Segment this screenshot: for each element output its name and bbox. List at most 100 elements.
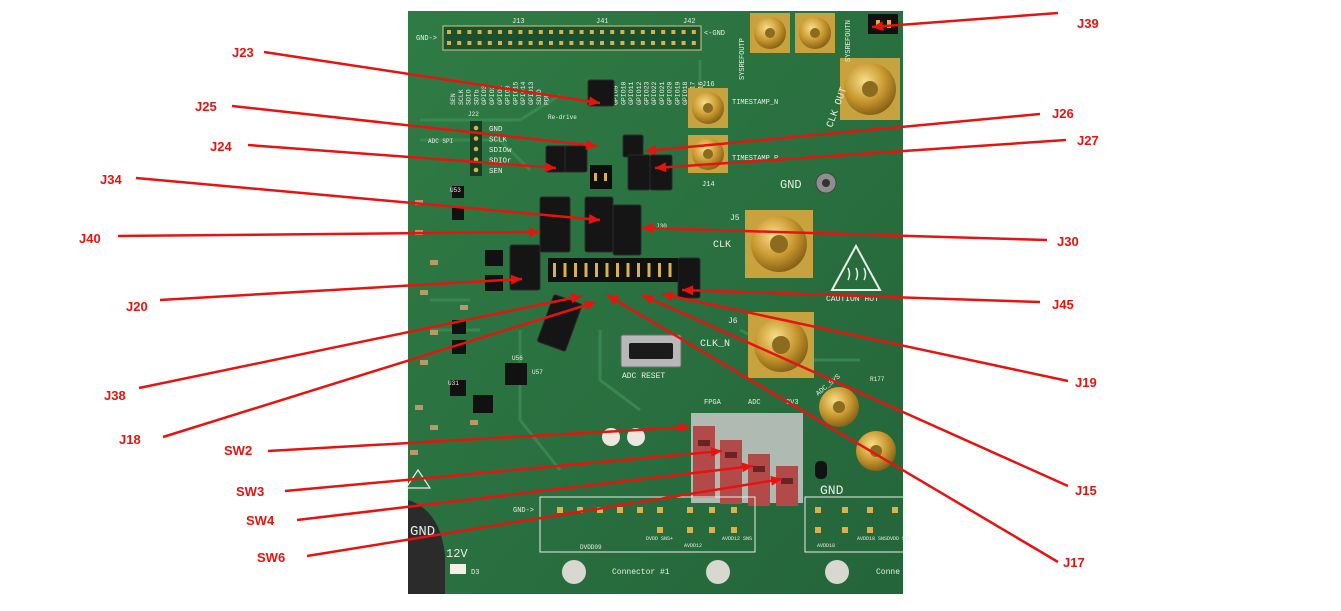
spi-pin-label: GND <box>489 126 503 134</box>
sysrefoutn-silk: SYSREFOUTN <box>845 20 853 62</box>
signal-label: SEN <box>450 93 457 105</box>
spi-pin-label: SEN <box>489 168 503 176</box>
callout-sw2: SW2 <box>224 443 253 458</box>
u56-silk: U56 <box>512 355 523 362</box>
u31-silk: U31 <box>448 380 459 387</box>
u57-silk: U57 <box>532 369 543 376</box>
leader-arrowhead <box>528 227 540 238</box>
signal-label: GPIO18 <box>682 81 689 105</box>
callout-j20: J20 <box>126 299 148 314</box>
gnd-right-silk: GND <box>820 483 844 498</box>
leader-line <box>296 464 754 522</box>
leader-line <box>284 449 723 493</box>
signal-label: SDIO <box>466 89 473 105</box>
leader-line <box>306 477 783 558</box>
jumper-blocks <box>509 79 701 352</box>
v3v3-silk: 3V3 <box>786 399 799 407</box>
leader-arrowhead <box>662 291 674 302</box>
callout-j23: J23 <box>232 45 254 60</box>
leader-line <box>641 293 1069 488</box>
u53-silk: U53 <box>450 187 461 194</box>
bottom-test-points: GND-> DVDD09 DVDD SNS+ AVDD12 AVDD12 SNS… <box>513 496 911 577</box>
callout-j45: J45 <box>1052 297 1074 312</box>
leader-line <box>606 293 1059 564</box>
leader-line <box>135 176 601 222</box>
j14-silk: J14 <box>702 181 715 189</box>
signal-label: GPIO21 <box>659 81 666 105</box>
j41-silk: J41 <box>596 18 609 26</box>
mount-hole-2 <box>706 560 730 584</box>
leader-arrowhead <box>607 295 620 305</box>
signal-label: GPIO10 <box>620 81 627 105</box>
redrive-silk: Re-drive <box>548 114 577 121</box>
signal-label: GPIO20 <box>667 81 674 105</box>
callout-j15: J15 <box>1075 483 1097 498</box>
leader-arrowhead <box>585 139 597 150</box>
d3-silk: D3 <box>471 569 479 577</box>
signal-label: GPIO11 <box>628 81 635 105</box>
adc-silk: ADC <box>748 399 761 407</box>
gnd-right-silk: <-GND <box>704 30 725 38</box>
ics-left <box>450 186 527 413</box>
leader-arrowhead <box>645 144 657 155</box>
signal-label: GPIO14 <box>520 81 527 105</box>
hot-caution-symbol <box>830 243 882 291</box>
callout-j24: J24 <box>210 139 232 154</box>
callout-j39: J39 <box>1077 16 1099 31</box>
signal-label: GPIO19 <box>674 81 681 105</box>
callout-j25: J25 <box>195 99 217 114</box>
dvdd-sns-silk: DVDD SNS+ <box>646 536 673 542</box>
sysrefoutp-silk: SYSREFOUTP <box>739 38 747 80</box>
signal-label: GPIO0 <box>505 85 512 105</box>
leader-line <box>654 138 1067 170</box>
r177-silk: R177 <box>870 376 885 383</box>
callout-j27: J27 <box>1077 133 1099 148</box>
connector1-silk: Connector #1 <box>612 568 670 577</box>
j42-silk: J42 <box>683 18 696 26</box>
callout-j30: J30 <box>1057 234 1079 249</box>
leader-arrowhead <box>682 285 694 296</box>
avdd12-silk: AVDD12 <box>684 543 702 549</box>
adc-reset-button: ADC RESET <box>620 334 682 381</box>
callout-j34: J34 <box>100 172 122 187</box>
j5-silk: J5 <box>730 214 740 223</box>
fpga-silk: FPGA <box>704 399 722 407</box>
callout-sw4: SW4 <box>246 513 275 528</box>
led-2 <box>627 428 645 446</box>
callout-j38: J38 <box>104 388 126 403</box>
callout-j26: J26 <box>1052 106 1074 121</box>
j16-silk: J16 <box>702 81 715 89</box>
v12-silk: 12V <box>446 547 468 561</box>
tall-capacitor <box>815 461 827 479</box>
leader-arrowhead <box>655 162 667 173</box>
leader-arrowhead <box>584 300 596 311</box>
leader-line <box>263 50 601 105</box>
callout-j18: J18 <box>119 432 141 447</box>
callout-sw6: SW6 <box>257 550 286 565</box>
sma-connectors <box>688 13 900 471</box>
signal-label: SDTb <box>473 89 480 105</box>
avdd12-sns-silk: AVDD12 SNS <box>722 536 752 542</box>
signal-label: GPIO22 <box>651 81 658 105</box>
header-j13-j41-j42: GND-> J13 J41 J42 <-GND <box>416 18 725 51</box>
gnd-silk: GND <box>780 178 802 192</box>
leader-line <box>231 104 598 148</box>
spi-pin-label: SCLK <box>489 137 508 145</box>
callout-leaders <box>117 11 1069 564</box>
dvdd09-silk: DVDD09 <box>580 544 602 551</box>
led-d3 <box>450 564 466 574</box>
leader-line <box>641 226 1048 242</box>
callout-j17: J17 <box>1063 555 1085 570</box>
leader-arrowhead <box>510 274 522 285</box>
leader-arrowhead <box>588 96 600 107</box>
leader-arrowhead <box>642 223 654 234</box>
leader-line <box>162 300 597 439</box>
j22-silk: J22 <box>468 111 479 118</box>
signal-label: GPIO2 <box>489 85 496 105</box>
signal-label: GPIO3 <box>481 85 488 105</box>
signal-label: GPIO12 <box>636 81 643 105</box>
connector2-silk: Conne <box>876 568 900 577</box>
leader-line <box>159 277 523 302</box>
clk-silk: CLK <box>713 240 731 251</box>
standoff-shadow <box>408 500 445 594</box>
